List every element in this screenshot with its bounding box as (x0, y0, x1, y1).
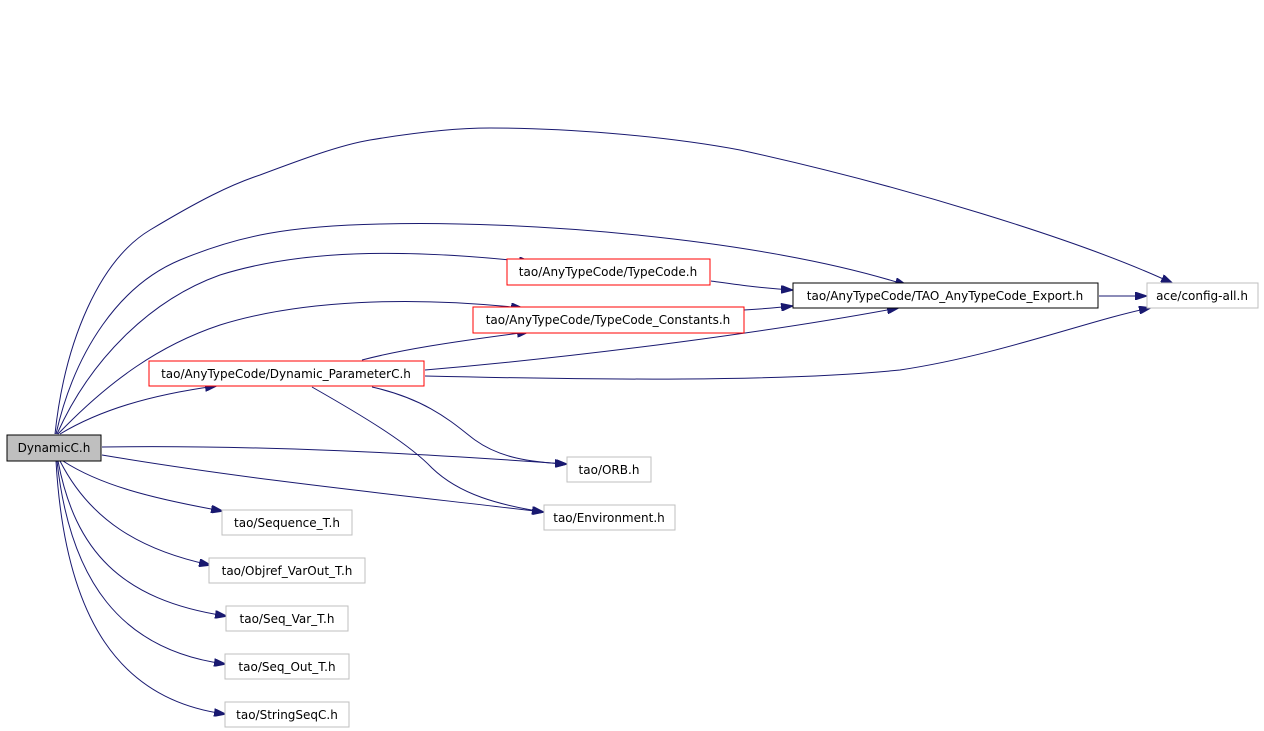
edge-dynamicc-to-export (55, 222, 906, 435)
node-dynparam[interactable]: tao/AnyTypeCode/Dynamic_ParameterC.h (148, 360, 425, 387)
node-label-orb: tao/ORB.h (579, 463, 640, 477)
node-label-objref: tao/Objref_VarOut_T.h (222, 564, 353, 578)
node-dynamicc[interactable]: DynamicC.h (6, 434, 102, 462)
node-label-constants: tao/AnyTypeCode/TypeCode_Constants.h (486, 313, 731, 327)
edges (54, 127, 1172, 714)
edge-dynamicc-to-typecode (56, 252, 530, 435)
edge-dynamicc-to-sequence (62, 460, 222, 511)
node-constants[interactable]: tao/AnyTypeCode/TypeCode_Constants.h (472, 306, 745, 334)
edge-dynparam-to-constants (361, 332, 528, 361)
node-stringseq[interactable]: tao/StringSeqC.h (224, 701, 350, 728)
node-label-typecode: tao/AnyTypeCode/TypeCode.h (519, 265, 697, 279)
edge-constants-to-export (743, 306, 792, 310)
node-label-stringseq: tao/StringSeqC.h (236, 708, 338, 722)
node-label-sequence: tao/Sequence_T.h (234, 516, 340, 530)
node-label-dynparam: tao/AnyTypeCode/Dynamic_ParameterC.h (161, 367, 411, 381)
edge-dynparam-to-orb (371, 386, 566, 464)
edge-dynamicc-to-objref (59, 460, 210, 565)
node-label-seqout: tao/Seq_Out_T.h (238, 660, 335, 674)
node-label-config-all: ace/config-all.h (1156, 289, 1248, 303)
edge-typecode-to-export (710, 280, 792, 290)
node-export[interactable]: tao/AnyTypeCode/TAO_AnyTypeCode_Export.h (792, 282, 1099, 309)
node-environment[interactable]: tao/Environment.h (543, 504, 676, 531)
node-config-all[interactable]: ace/config-all.h (1146, 282, 1259, 309)
edge-dynamicc-to-stringseq (55, 460, 225, 714)
node-sequence[interactable]: tao/Sequence_T.h (221, 509, 353, 536)
edge-dynamicc-to-environment (101, 454, 543, 512)
node-seqout[interactable]: tao/Seq_Out_T.h (224, 653, 350, 680)
node-label-export: tao/AnyTypeCode/TAO_AnyTypeCode_Export.h (807, 289, 1083, 303)
edge-dynamicc-to-constants (57, 301, 522, 435)
node-label-environment: tao/Environment.h (553, 511, 665, 525)
edge-dynparam-to-config-all (424, 308, 1150, 380)
nodes: DynamicC.h tao/AnyTypeCode/TypeCode.h ta… (6, 258, 1259, 728)
node-orb[interactable]: tao/ORB.h (566, 456, 652, 483)
edge-dynamicc-to-config-all (54, 127, 1172, 435)
node-typecode[interactable]: tao/AnyTypeCode/TypeCode.h (506, 258, 711, 286)
node-objref[interactable]: tao/Objref_VarOut_T.h (208, 557, 366, 584)
edge-dynparam-to-environment (311, 386, 543, 512)
edge-dynparam-to-export (424, 308, 898, 371)
edge-dynamicc-to-seqout (56, 460, 225, 664)
node-label-dynamicc: DynamicC.h (18, 441, 91, 455)
edge-dynamicc-to-seqvar (57, 460, 226, 616)
edge-dynamicc-to-dynparam (59, 386, 216, 435)
node-seqvar[interactable]: tao/Seq_Var_T.h (225, 605, 349, 632)
node-label-seqvar: tao/Seq_Var_T.h (240, 612, 335, 626)
edge-dynamicc-to-orb (101, 446, 566, 464)
